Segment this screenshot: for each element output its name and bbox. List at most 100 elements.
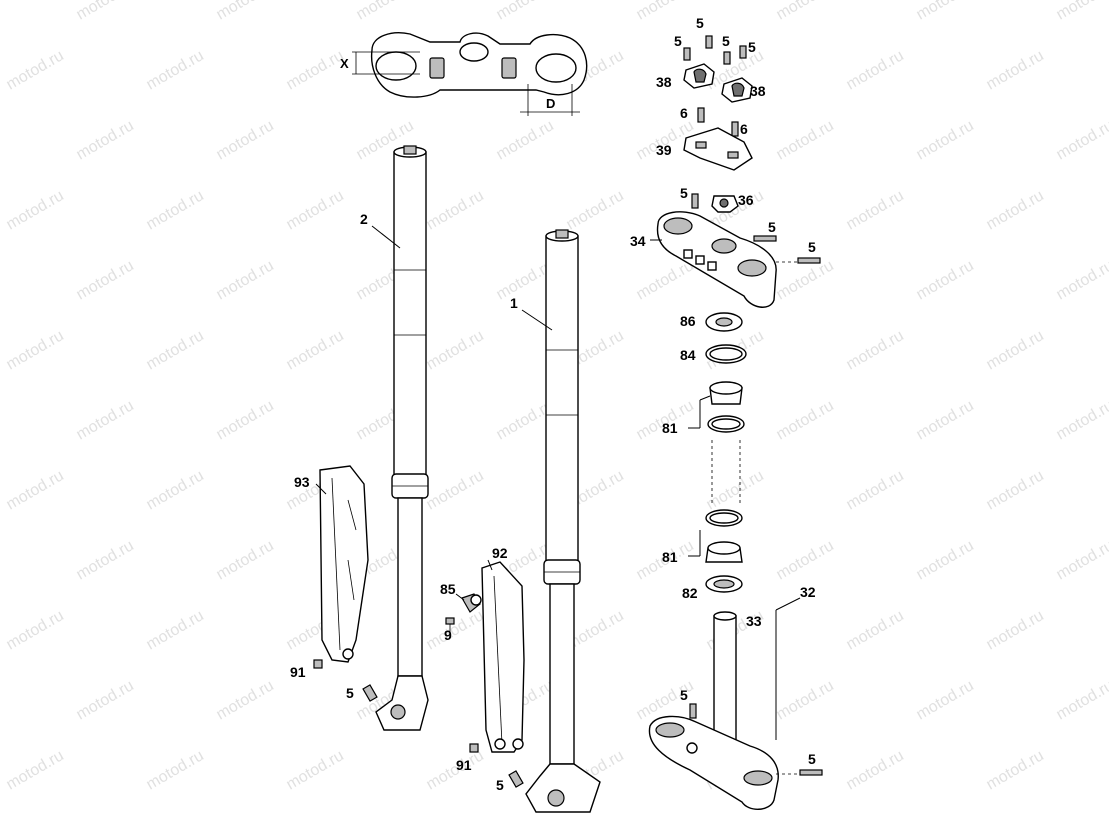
watermark-text: motod.ru: [914, 677, 977, 723]
steering-stack: [648, 35, 823, 810]
watermark-text: motod.ru: [144, 47, 207, 93]
callout-34: 34: [630, 233, 646, 249]
watermark-text: motod.ru: [984, 187, 1047, 233]
callout-5-top-b: 5: [674, 33, 682, 49]
watermark-text: motod.ru: [774, 397, 837, 443]
watermark-text: motod.ru: [494, 117, 557, 163]
watermark-text: motod.ru: [424, 607, 487, 653]
callout-92: 92: [492, 545, 508, 561]
callout-5-crown-right: 5: [808, 239, 816, 255]
watermark-text: motod.ru: [774, 0, 837, 23]
watermark-text: motod.ru: [354, 0, 417, 23]
watermark-text: motod.ru: [634, 0, 697, 23]
watermark-text: motod.ru: [914, 117, 977, 163]
watermark-text: motod.ru: [1054, 257, 1109, 303]
watermark-text: motod.ru: [4, 187, 67, 233]
callout-6-right: 6: [740, 121, 748, 137]
callout-5-top-a: 5: [696, 15, 704, 31]
callout-86: 86: [680, 313, 696, 329]
watermark-text: motod.ru: [144, 747, 207, 793]
watermark-text: motod.ru: [4, 747, 67, 793]
watermark-text: motod.ru: [4, 467, 67, 513]
fork-guard-left: [315, 465, 369, 663]
watermark-text: motod.ru: [494, 0, 557, 23]
watermark-text: motod.ru: [774, 257, 837, 303]
callout-6-left: 6: [680, 105, 688, 121]
callout-81-lower: 81: [662, 549, 678, 565]
watermark-text: motod.ru: [844, 187, 907, 233]
watermark-text: motod.ru: [424, 327, 487, 373]
watermark-text: motod.ru: [984, 747, 1047, 793]
watermark-text: motod.ru: [1054, 0, 1109, 23]
watermark-text: motod.ru: [914, 537, 977, 583]
callout-1: 1: [510, 295, 518, 311]
callout-5-crown-mid: 5: [768, 219, 776, 235]
callout-91-right: 91: [456, 757, 472, 773]
callout-38-right: 38: [750, 83, 766, 99]
watermark-text: motod.ru: [424, 467, 487, 513]
dimension-d-label: D: [546, 96, 555, 111]
watermark-text: motod.ru: [144, 607, 207, 653]
callout-5-left-axle: 5: [346, 685, 354, 701]
watermark-text: motod.ru: [74, 117, 137, 163]
dimension-x-label: X: [340, 56, 349, 71]
callout-39: 39: [656, 142, 672, 158]
callout-84: 84: [680, 347, 696, 363]
watermark-text: motod.ru: [74, 677, 137, 723]
watermark-text: motod.ru: [214, 0, 277, 23]
watermark-text: motod.ru: [984, 467, 1047, 513]
watermark-text: motod.ru: [214, 537, 277, 583]
callout-33: 33: [746, 613, 762, 629]
watermark-text: motod.ru: [1054, 537, 1109, 583]
callout-91-left: 91: [290, 664, 306, 680]
fork-leg-left: [371, 145, 429, 731]
watermark-text: motod.ru: [4, 607, 67, 653]
watermark-text: motod.ru: [774, 117, 837, 163]
watermark-text: motod.ru: [214, 397, 277, 443]
watermark-text: motod.ru: [284, 327, 347, 373]
watermark-text: motod.ru: [74, 537, 137, 583]
watermark-text: motod.ru: [74, 0, 137, 23]
callout-5-crown: 5: [680, 185, 688, 201]
watermark-text: motod.ru: [984, 607, 1047, 653]
callout-32: 32: [800, 584, 816, 600]
watermark-text: motod.ru: [4, 327, 67, 373]
top-triple-clamp-dimension-view: X D: [340, 32, 588, 116]
callout-5-lowerclamp-right: 5: [808, 751, 816, 767]
watermark-text: motod.ru: [214, 257, 277, 303]
watermark-text: motod.ru: [74, 257, 137, 303]
fork-guard-right: [481, 559, 525, 753]
callout-5-lowerclamp: 5: [680, 687, 688, 703]
callout-85: 85: [440, 581, 456, 597]
watermark-text: motod.ru: [844, 467, 907, 513]
callout-2: 2: [360, 211, 368, 227]
watermark-text: motod.ru: [634, 257, 697, 303]
watermark-text: motod.ru: [774, 677, 837, 723]
watermark-text: motod.ru: [144, 187, 207, 233]
watermark-text: motod.ru: [844, 47, 907, 93]
callout-9: 9: [444, 627, 452, 643]
watermark-text: motod.ru: [214, 117, 277, 163]
watermark-text: motod.ru: [844, 747, 907, 793]
watermark-text: motod.ru: [424, 187, 487, 233]
callout-82: 82: [682, 585, 698, 601]
watermark-text: motod.ru: [564, 187, 627, 233]
watermark-text: motod.ru: [1054, 117, 1109, 163]
callout-5-top-d: 5: [748, 39, 756, 55]
watermark-text: motod.ru: [914, 257, 977, 303]
watermark-text: motod.ru: [284, 47, 347, 93]
watermark-text: motod.ru: [844, 607, 907, 653]
watermark-text: motod.ru: [984, 47, 1047, 93]
callout-5-top-c: 5: [722, 33, 730, 49]
callout-93: 93: [294, 474, 310, 490]
watermark-text: motod.ru: [914, 0, 977, 23]
watermark-text: motod.ru: [704, 467, 767, 513]
watermark-text: motod.ru: [984, 327, 1047, 373]
callout-38-left: 38: [656, 74, 672, 90]
watermark-text: motod.ru: [144, 467, 207, 513]
fork-leg-right: [521, 229, 601, 813]
watermark-text: motod.ru: [144, 327, 207, 373]
callout-5-right-axle: 5: [496, 777, 504, 793]
watermark-text: motod.ru: [284, 187, 347, 233]
